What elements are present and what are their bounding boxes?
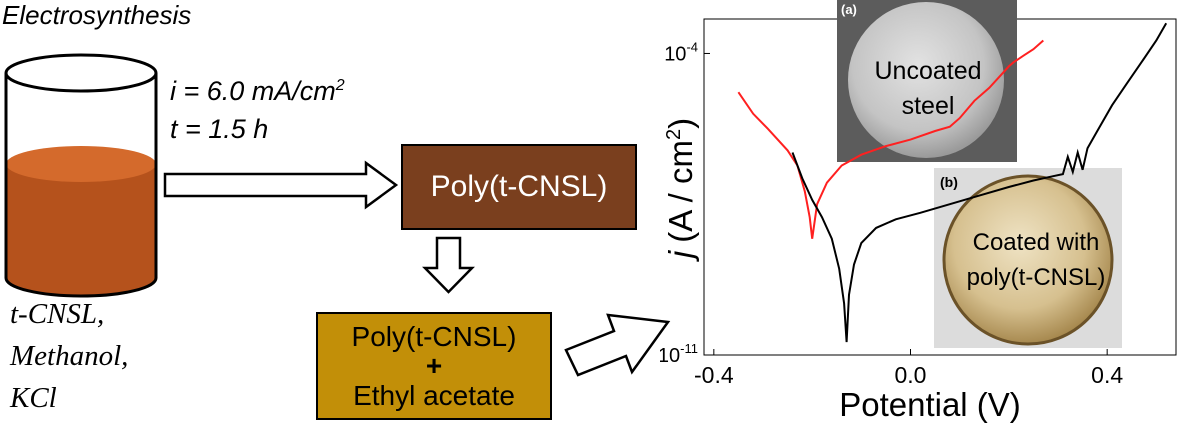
steel-disc	[848, 2, 1004, 158]
diagonal-arrow	[564, 313, 671, 377]
photo-a-label-1: Uncoated	[874, 57, 981, 85]
current-density-text: i = 6.0 mA/cm	[170, 76, 336, 106]
time-label: t = 1.5 h	[170, 114, 269, 144]
flow-arrows	[163, 160, 671, 377]
photo-a-tag: (a)	[841, 2, 857, 17]
reagent-3: KCl	[10, 382, 57, 414]
x-tick-label: -0.4	[694, 362, 734, 388]
product-box: Poly(t-CNSL)	[401, 144, 637, 230]
reagent-1: t-CNSL,	[10, 298, 105, 330]
series-line-coated	[791, 22, 1168, 343]
reagent-2: Methanol,	[10, 340, 129, 372]
coated-disc	[942, 174, 1114, 346]
y-axis-unit-exponent: 2	[663, 129, 685, 140]
mixture-line-2: Ethyl acetate	[353, 379, 515, 411]
series-layer	[737, 22, 1168, 343]
beaker-wall	[4, 73, 158, 298]
polarization-chart: (a) Uncoated steel (b) Coated with poly(…	[660, 0, 1177, 423]
tick-layer: -0.4 0.0 0.4 10-11 10-4	[660, 39, 1123, 388]
photo-b-label-2: poly(t-CNSL)	[967, 264, 1106, 291]
photo-uncoated-steel: (a) Uncoated steel	[837, 0, 1017, 162]
x-axis-title: Potential (V)	[839, 386, 1021, 423]
current-density-exponent: 2	[335, 77, 345, 94]
beaker	[4, 53, 158, 298]
series-line-uncoated	[737, 39, 1044, 239]
beaker-solution	[6, 164, 156, 296]
y-tick-label: 10-4	[664, 39, 698, 65]
y-axis-title: j (A / cm2)	[662, 118, 699, 262]
x-tick-label: 0.4	[1091, 362, 1123, 388]
y-tick-label: 10-11	[660, 341, 698, 367]
y-axis-unit: (A / cm	[662, 140, 699, 243]
y-axis-symbol: j	[662, 249, 699, 262]
beaker-rim	[4, 53, 158, 93]
mixture-box: Poly(t-CNSL) + Ethyl acetate	[316, 312, 552, 420]
x-tick-label: 0.0	[895, 362, 927, 388]
y-axis-unit-close: )	[662, 118, 699, 129]
photo-a-label-2: steel	[902, 92, 955, 120]
mixture-plus: +	[425, 350, 443, 382]
down-arrow	[422, 236, 475, 294]
photo-b-tag: (b)	[940, 174, 958, 190]
diagram-title: Electrosynthesis	[2, 0, 192, 30]
current-density-label: i = 6.0 mA/cm2	[170, 76, 345, 107]
photo-coated-steel: (b) Coated with poly(t-CNSL)	[934, 168, 1122, 348]
right-arrow	[163, 160, 399, 210]
mixture-line-1: Poly(t-CNSL)	[351, 320, 517, 352]
photo-b-label-1: Coated with	[973, 229, 1100, 256]
beaker-solution-surface	[6, 146, 156, 182]
